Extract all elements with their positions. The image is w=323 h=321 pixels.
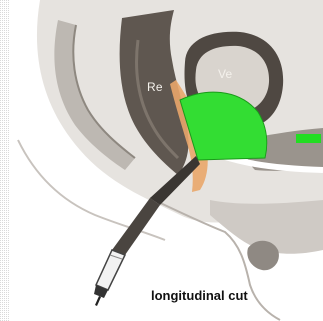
scan-plane-marker xyxy=(296,134,321,143)
dotted-margin xyxy=(0,0,10,321)
